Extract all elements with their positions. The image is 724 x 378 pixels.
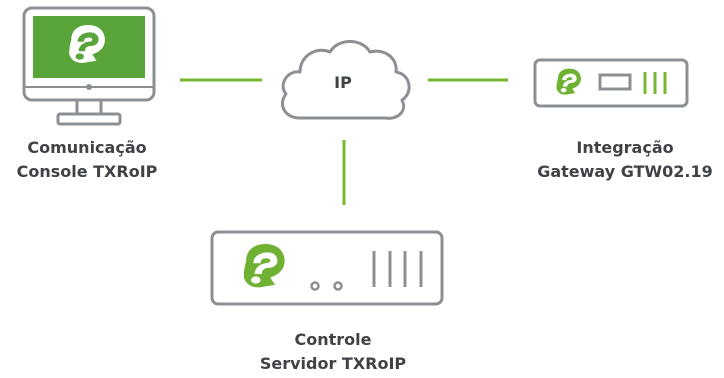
servidor-label-line1: Controle [294,330,372,349]
console-label-line1: Comunicação [27,138,147,157]
brand-logo-icon [69,25,105,63]
server-led [310,281,320,291]
console-label: Comunicação Console TXRoIP [2,136,172,184]
gateway-label-line2: Gateway GTW02.19 [537,162,713,181]
console-label-line2: Console TXRoIP [16,162,158,181]
server-led [333,281,343,291]
monitor-icon [22,6,156,126]
gateway-label: Integração Gateway GTW02.19 [530,136,720,184]
gateway-display [598,73,632,91]
gateway-device-icon [533,58,689,108]
servidor-label: Controle Servidor TXRoIP [240,328,426,376]
servidor-label-line2: Servidor TXRoIP [259,354,407,373]
gateway-label-line1: Integração [576,138,674,157]
server-device-icon [210,230,444,306]
cloud-label: IP [334,73,352,92]
cloud-icon: IP [281,40,411,120]
